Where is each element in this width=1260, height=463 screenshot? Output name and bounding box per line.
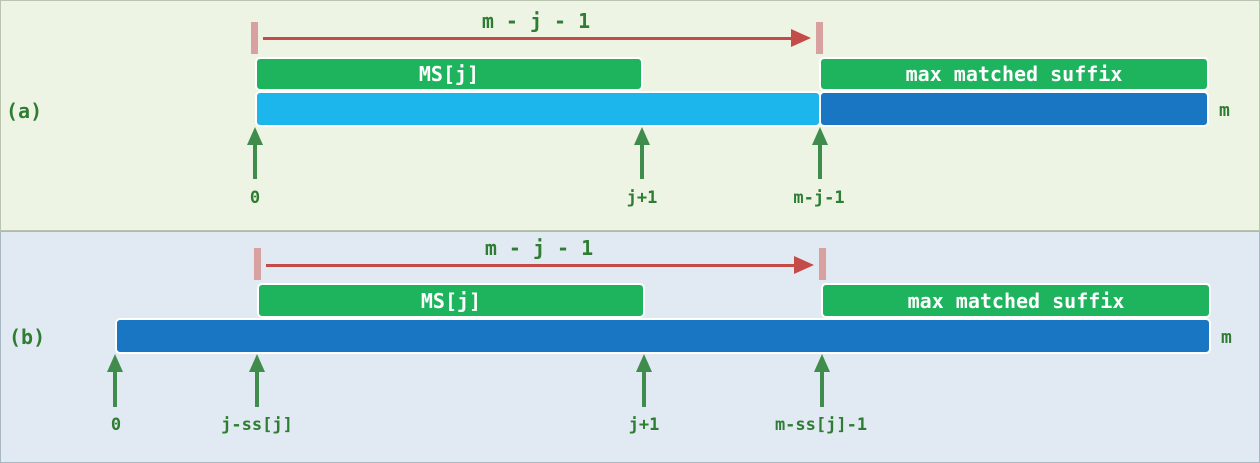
pointer-arrow-j1-stem <box>642 370 646 407</box>
pointer-arrow-mj1-stem <box>818 143 822 179</box>
position-label-m-ss-1: m-ss[j]-1 <box>774 415 868 435</box>
panel-b: m - j - 1 MS[j] max matched suffix (b) m… <box>0 231 1260 463</box>
text-bar <box>115 318 1211 354</box>
span-start-tick <box>251 22 258 54</box>
pattern-bar-suffix <box>819 91 1209 127</box>
pointer-arrow-m-ss-1 <box>814 354 830 372</box>
span-start-tick <box>254 248 261 280</box>
pointer-arrow-j1 <box>636 354 652 372</box>
pointer-arrow-0 <box>107 354 123 372</box>
position-label-j-plus-1: j+1 <box>628 415 660 435</box>
span-label: m - j - 1 <box>481 9 591 33</box>
panel-a: m - j - 1 MS[j] max matched suffix (a) m… <box>0 0 1260 231</box>
pointer-arrow-j1 <box>634 127 650 145</box>
panel-label: (b) <box>9 325 46 349</box>
span-end-tick <box>816 22 823 54</box>
position-label-m-j-1: m-j-1 <box>793 188 845 208</box>
position-label-0: 0 <box>110 415 122 435</box>
pointer-arrow-0-stem <box>253 143 257 179</box>
span-label: m - j - 1 <box>484 236 594 260</box>
ms-segment: MS[j] <box>257 283 645 318</box>
position-label-0: 0 <box>249 188 261 208</box>
pointer-arrow-j1-stem <box>640 143 644 179</box>
matched-suffix-segment-label: max matched suffix <box>907 288 1125 313</box>
matched-suffix-segment: max matched suffix <box>821 283 1211 318</box>
pointer-arrow-j-ss-stem <box>255 370 259 407</box>
position-label-j-plus-1: j+1 <box>626 188 658 208</box>
pointer-arrow-j-ss <box>249 354 265 372</box>
end-label: m <box>1221 327 1232 348</box>
ms-segment: MS[j] <box>255 57 643 91</box>
span-arrow-line <box>263 37 793 40</box>
matched-suffix-segment-label: max matched suffix <box>905 62 1123 86</box>
matched-suffix-segment: max matched suffix <box>819 57 1209 91</box>
span-end-tick <box>819 248 826 280</box>
end-label: m <box>1219 100 1230 121</box>
span-arrow-line <box>266 264 796 267</box>
pattern-bar-prefix <box>255 91 821 127</box>
position-label-j-minus-ss: j-ss[j] <box>221 415 293 435</box>
pointer-arrow-0-stem <box>113 370 117 407</box>
span-arrow-head <box>794 256 814 274</box>
ms-segment-label: MS[j] <box>420 288 482 313</box>
pointer-arrow-m-ss-1-stem <box>820 370 824 407</box>
ms-segment-label: MS[j] <box>418 62 480 86</box>
panel-label: (a) <box>6 99 43 123</box>
pointer-arrow-0 <box>247 127 263 145</box>
span-arrow-head <box>791 29 811 47</box>
pointer-arrow-mj1 <box>812 127 828 145</box>
